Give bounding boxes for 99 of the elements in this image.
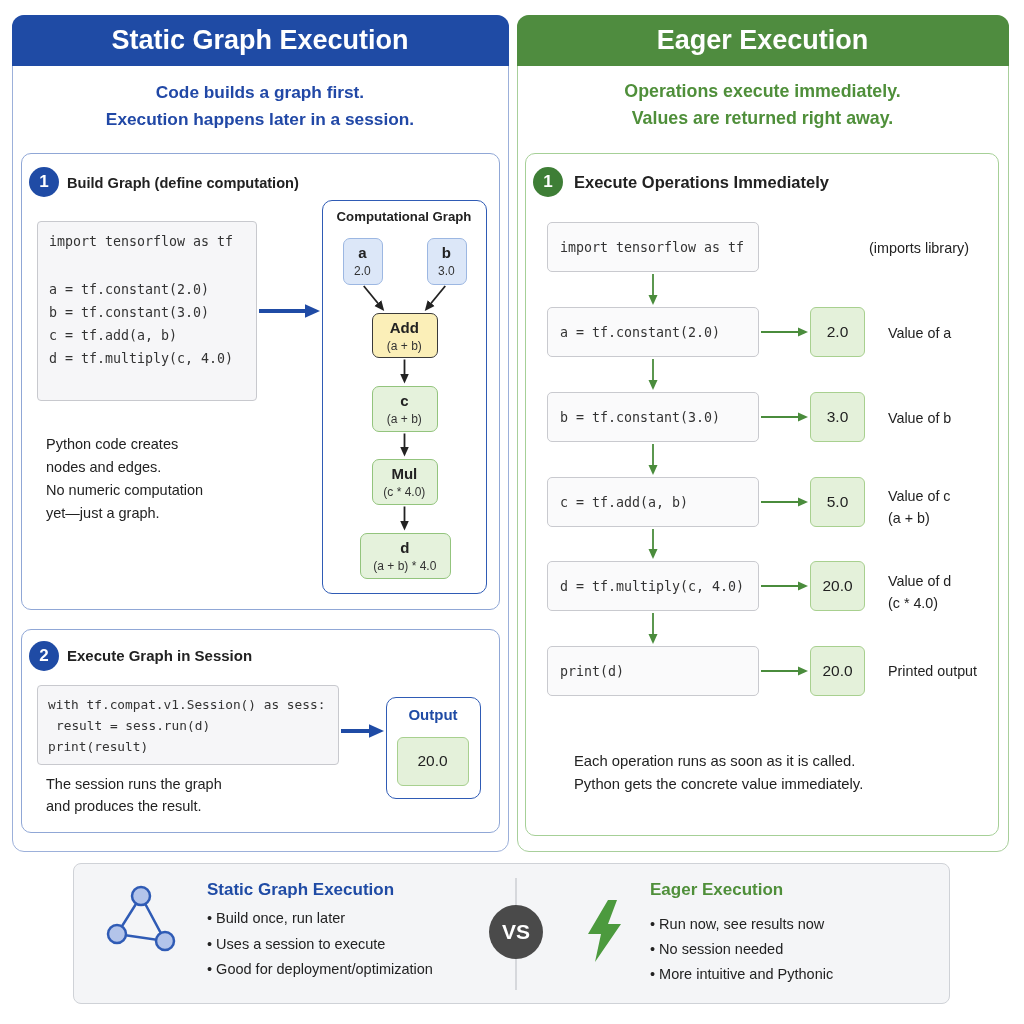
section-card [20, 628, 500, 833]
output-title: Output [407, 704, 459, 725]
code-block [37, 221, 257, 401]
value-note: Value of b [888, 408, 952, 428]
execution-panel [12, 15, 509, 852]
value-box: 20.0 [810, 646, 865, 696]
section-card [20, 152, 500, 610]
code-row: c = tf.add(a, b) [547, 477, 759, 527]
graph-node [371, 458, 438, 505]
node-label: d [399, 537, 411, 558]
code-row: import tensorflow as tf [547, 222, 759, 272]
arrow [648, 528, 658, 559]
graph-title: Computational Graph [335, 208, 473, 225]
code-line: a = tf.constant(2.0) [49, 280, 210, 298]
section-title: Execute Graph in Session [67, 646, 253, 666]
arrow [760, 666, 808, 676]
description-text: The session runs the graph and produces the result. [46, 775, 223, 816]
output-box [386, 697, 481, 799]
value-box: 3.0 [810, 392, 865, 442]
arrow [760, 412, 808, 422]
section-title: Build Graph (define computation) [67, 173, 299, 193]
execution-panel [517, 15, 1009, 852]
value-box: 20.0 [396, 736, 469, 786]
arrow [341, 724, 384, 738]
panel-header: Eager Execution [516, 14, 1009, 66]
arrow [648, 612, 658, 644]
description-text: Python gets the concrete value immediately. [574, 774, 864, 794]
arrow [400, 358, 409, 384]
summary-title: Eager Execution [650, 879, 784, 901]
value-box: 2.0 [810, 307, 865, 357]
graph-node [371, 385, 438, 432]
description-text: No numeric computation yet—just a graph. [46, 480, 205, 523]
node-label: a [357, 242, 368, 263]
bullet-item: • Run now, see results now [650, 914, 825, 934]
comment-text: (imports library) [869, 238, 969, 258]
arrow [760, 497, 808, 507]
bullet-item: • More intuitive and Pythonic [650, 964, 834, 984]
bullet-item: • Uses a session to execute [207, 934, 386, 954]
value-note: Printed output [888, 661, 978, 681]
graph-node [371, 312, 438, 358]
code-row: a = tf.constant(2.0) [547, 307, 759, 357]
arrow [648, 358, 658, 390]
node-expression: (a + b) * 4.0 [372, 557, 438, 574]
graph-node [342, 237, 383, 285]
arrow [400, 505, 409, 531]
step-badge: 1 [29, 167, 59, 197]
value-note: Value of a [888, 323, 952, 343]
value-note: Value of c (a + b) [888, 487, 952, 528]
code-line: print(result) [48, 737, 149, 755]
node-label: Add [388, 317, 420, 338]
vs-badge: VS [489, 905, 543, 959]
panel-subtitle: Operations execute immediately. [623, 80, 902, 103]
section-card [524, 152, 999, 836]
code-row: b = tf.constant(3.0) [547, 392, 759, 442]
node-label: b [440, 242, 452, 263]
code-line: import tensorflow as tf [49, 232, 234, 250]
graph-node [426, 237, 467, 285]
code-row: d = tf.multiply(c, 4.0) [547, 561, 759, 611]
node-expression: (a + b) [385, 410, 423, 427]
arrow [362, 285, 385, 311]
node-label: Mul [390, 463, 419, 484]
node-expression: 2.0 [352, 262, 372, 279]
code-line: result = sess.run(d) [56, 716, 211, 734]
code-line: c = tf.add(a, b) [49, 326, 178, 344]
panel-subtitle: Code builds a graph first. [154, 80, 366, 103]
code-block [37, 685, 339, 765]
arrow [760, 327, 808, 337]
value-note: Value of d (c * 4.0) [888, 572, 953, 613]
description-text: Python code creates nodes and edges. [46, 434, 180, 477]
bullet-item: • Good for deployment/optimization [207, 959, 433, 979]
step-badge: 2 [29, 641, 59, 671]
value-box: 20.0 [810, 561, 865, 611]
panel-subtitle: Execution happens later in a session. [104, 107, 416, 130]
step-badge: 1 [533, 167, 563, 197]
node-label: c [399, 390, 410, 411]
graph-container [322, 200, 487, 594]
code-line: d = tf.multiply(c, 4.0) [49, 349, 234, 367]
node-expression: (c * 4.0) [382, 483, 427, 500]
summary-title: Static Graph Execution [207, 879, 395, 901]
node-expression: 3.0 [436, 262, 456, 279]
value-box: 5.0 [810, 477, 865, 527]
arrow [648, 273, 658, 305]
section-title: Execute Operations Immediately [574, 171, 829, 193]
comparison-panel [73, 863, 950, 1004]
description-text: Each operation runs as soon as it is called. [574, 751, 856, 771]
panel-header: Static Graph Execution [11, 14, 509, 66]
arrow [400, 432, 409, 457]
arrow [648, 443, 658, 475]
bullet-item: • No session needed [650, 939, 784, 959]
arrow [259, 304, 320, 318]
bullet-item: • Build once, run later [207, 908, 346, 928]
graph-node [359, 532, 451, 579]
code-line: b = tf.constant(3.0) [49, 303, 210, 321]
panel-subtitle: Values are returned right away. [630, 107, 895, 130]
arrow [424, 285, 447, 311]
arrow [760, 581, 808, 591]
code-line: with tf.compat.v1.Session() as sess: [48, 695, 326, 713]
node-expression: (a + b) [385, 337, 423, 354]
code-row: print(d) [547, 646, 759, 696]
